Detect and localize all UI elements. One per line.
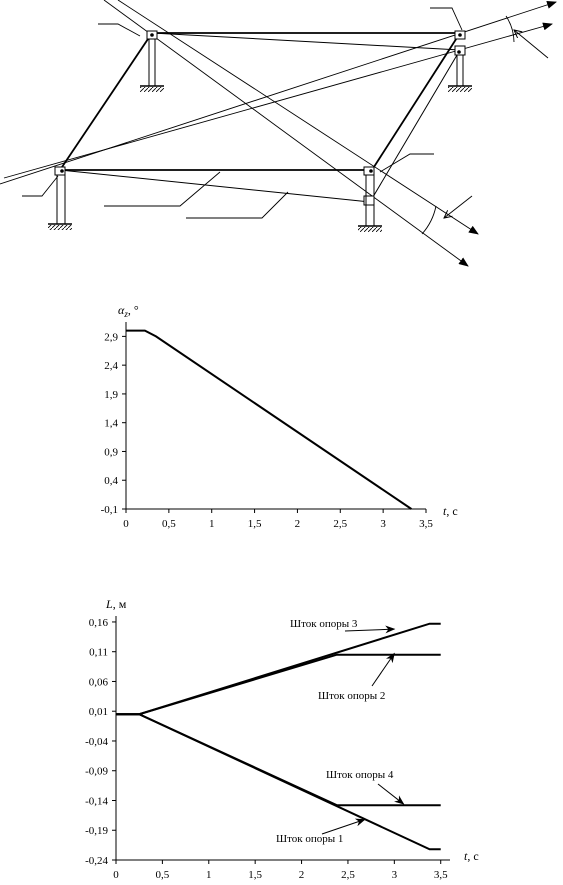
chart-annotations: Шток опоры 3 Шток опоры 2 Шток опоры 4 Шток… — [276, 618, 405, 845]
series-line-1 — [126, 329, 412, 510]
y-tick-label: 1,4 — [104, 418, 118, 430]
x-tick-label: 0,5 — [156, 869, 170, 881]
support-bottom-right — [358, 166, 382, 232]
series-pointer-arrow — [371, 652, 395, 687]
y-tick-label: 1,9 — [104, 389, 118, 401]
y-tick-label: -0,1 — [101, 504, 118, 516]
chart-axes — [112, 616, 450, 864]
x-axis-label: t, с — [464, 849, 479, 863]
y-tick-label: -0,24 — [85, 855, 108, 867]
support-scheme-diagram — [0, 0, 557, 267]
angle-arcs — [421, 15, 515, 235]
y-tick-label: -0,14 — [85, 795, 108, 807]
x-tick-label: 3 — [392, 869, 398, 881]
support-top-right — [448, 30, 472, 92]
series-line-4 — [116, 713, 441, 851]
x-tick-label: 2 — [299, 869, 305, 881]
chart-series — [126, 329, 412, 510]
x-tick-label: 1,5 — [248, 869, 262, 881]
series-label-4: Шток опоры 1 — [276, 833, 343, 845]
y-tick-label: 2,9 — [104, 331, 118, 343]
chart-labels: 0 0,5 1 1,5 2 2,5 3 3,5 -0,1 0,4 0,9 1,4 1,9 2,4 2,9αz… — [101, 303, 458, 530]
series-label-1: Шток опоры 3 — [290, 618, 358, 630]
x-tick-label: 3,5 — [419, 518, 433, 530]
y-tick-label: 2,4 — [104, 360, 118, 372]
x-tick-label: 1,5 — [248, 518, 262, 530]
y-tick-label: -0,09 — [85, 766, 108, 778]
rod-length-chart: 0 0,5 1 1,5 2 2,5 3 3,5 -0,24 -0,19 -0,14 -0,09 -0,0… — [85, 597, 479, 881]
y-tick-label: 0,11 — [89, 647, 108, 659]
chart-labels: 0 0,5 1 1,5 2 2,5 3 3,5 -0,24 -0,19 -0,14 -0,09 -0,0… — [85, 597, 479, 881]
series-label-2: Шток опоры 2 — [318, 690, 385, 702]
series-pointer-arrow — [377, 783, 405, 805]
y-tick-label: 0,16 — [89, 617, 109, 629]
platform-frame-displaced — [59, 32, 461, 203]
series-line-3 — [116, 713, 441, 807]
y-tick-label: 0,06 — [89, 676, 109, 688]
x-tick-label: 2,5 — [333, 518, 347, 530]
y-tick-label: -0,04 — [85, 736, 108, 748]
y-tick-label: 0,9 — [104, 446, 118, 458]
y-tick-label: 0,01 — [89, 706, 108, 718]
platform-frame-initial — [59, 32, 461, 171]
x-tick-label: 1 — [209, 518, 215, 530]
x-tick-label: 2,5 — [341, 869, 355, 881]
y-axis-label: αz, ° — [118, 303, 139, 319]
series-pointer-arrow — [344, 625, 396, 634]
x-axis-label: t, с — [443, 504, 458, 518]
angle-pointers — [444, 30, 549, 218]
series-line-1 — [116, 622, 441, 716]
x-tick-label: 0 — [113, 869, 119, 881]
support-bottom-left — [48, 166, 72, 230]
leader-lines — [22, 7, 463, 219]
series-label-3: Шток опоры 4 — [326, 769, 394, 781]
y-tick-label: 0,4 — [104, 475, 118, 487]
x-tick-label: 0 — [123, 518, 129, 530]
x-tick-label: 0,5 — [162, 518, 176, 530]
chart-axes — [122, 322, 427, 513]
alpha-z-chart: 0 0,5 1 1,5 2 2,5 3 3,5 -0,1 0,4 0,9 1,4 1,9 2,4 2,9αz… — [101, 303, 458, 530]
x-tick-label: 3,5 — [434, 869, 448, 881]
series-pointer-arrow — [321, 818, 366, 835]
y-tick-label: -0,19 — [85, 825, 108, 837]
y-axis-label: L, м — [105, 597, 127, 611]
x-tick-label: 1 — [206, 869, 212, 881]
support-top-left — [140, 30, 164, 92]
x-tick-label: 2 — [295, 518, 301, 530]
x-tick-label: 3 — [380, 518, 386, 530]
